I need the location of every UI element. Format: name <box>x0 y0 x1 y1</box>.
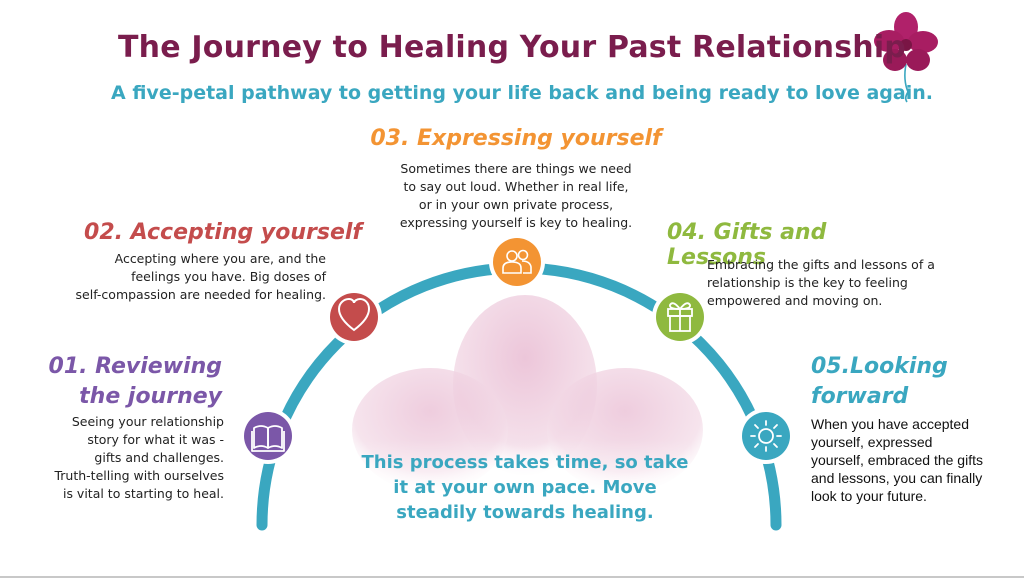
step-5-line: When you have accepted <box>811 416 969 432</box>
bottom-divider <box>0 576 1024 578</box>
step-5-heading: 05.Looking forward <box>811 352 1011 412</box>
page-title: The Journey to Healing Your Past Relatio… <box>118 30 906 65</box>
background-flower <box>340 295 703 530</box>
step-2-line: self-compassion are needed for healing. <box>75 287 326 302</box>
step-2-heading: 02. Accepting yourself <box>84 220 362 245</box>
step-3-description: Sometimes there are things we need to sa… <box>370 160 662 232</box>
step-2-line: feelings you have. Big doses of <box>131 269 326 284</box>
page-subtitle: A five-petal pathway to getting your lif… <box>111 82 933 104</box>
step-2-line: Accepting where you are, and the <box>114 251 326 266</box>
step-3-line: to say out loud. Whether in real life, <box>403 179 629 194</box>
step-5-circle <box>738 408 794 464</box>
step-5-heading-line2: forward <box>811 384 909 409</box>
step-4-description: Embracing the gifts and lessons of a rel… <box>707 256 1007 310</box>
step-3-line: expressing yourself is key to healing. <box>399 215 633 230</box>
heart-icon <box>337 297 371 332</box>
step-5-description: When you have accepted yourself, express… <box>811 415 1016 505</box>
step-4-line: empowered and moving on. <box>707 293 883 308</box>
step-1-line: Seeing your relationship <box>71 414 224 429</box>
step-3-line: or in your own private process, <box>418 197 614 212</box>
gift-icon <box>667 302 693 332</box>
step-5-line: yourself, embraced the gifts <box>811 452 983 468</box>
sun-icon <box>750 420 782 452</box>
step-1-heading-line1: 01. Reviewing <box>48 354 222 379</box>
step-4-line: relationship is the key to feeling <box>707 275 908 290</box>
step-4-heading: 04. Gifts and Lessons <box>667 220 827 270</box>
people-icon <box>502 249 532 274</box>
step-1-description: Seeing your relationship story for what … <box>20 413 224 503</box>
step-1-heading: 01. Reviewing the journey <box>40 352 222 412</box>
step-4-line: Embracing the gifts and lessons of a <box>707 257 935 272</box>
step-3-line: Sometimes there are things we need <box>400 161 632 176</box>
step-3-heading: 03. Expressing yourself <box>370 126 662 151</box>
step-1-line: gifts and challenges. <box>94 450 224 465</box>
step-1-heading-line2: the journey <box>79 384 222 409</box>
step-2-circle <box>326 289 382 345</box>
center-message: This process takes time, so take it at y… <box>361 452 689 523</box>
step-5-heading-line1: 05.Looking <box>811 354 948 379</box>
step-5-line: yourself, expressed <box>811 434 933 450</box>
step-5-line: and lessons, you can finally <box>811 470 983 486</box>
flower-logo <box>874 12 938 103</box>
step-1-line: story for what it was - <box>87 432 224 447</box>
step-5-line: look to your future. <box>811 488 927 504</box>
step-1-line: Truth-telling with ourselves <box>54 468 224 483</box>
book-icon <box>251 425 285 452</box>
step-1-line: is vital to starting to heal. <box>62 486 224 501</box>
step-2-description: Accepting where you are, and the feeling… <box>20 250 326 304</box>
